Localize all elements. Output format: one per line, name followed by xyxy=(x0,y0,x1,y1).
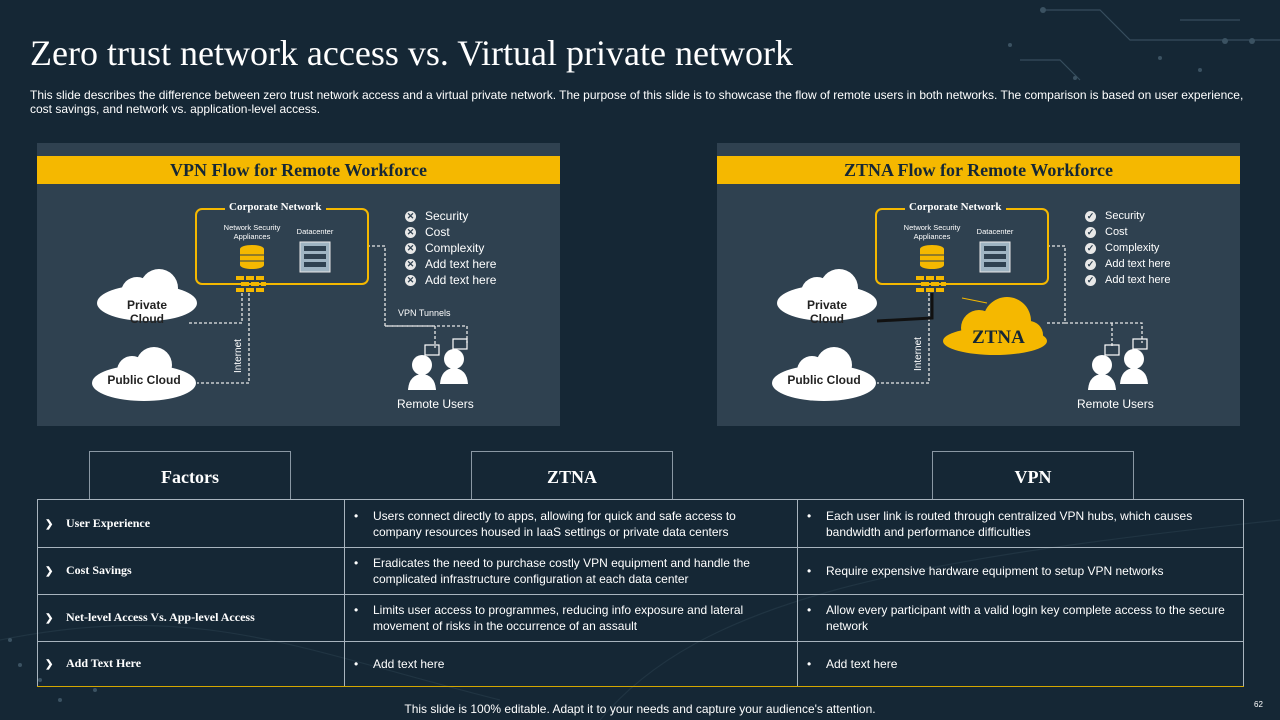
ztna-cell: •Limits user access to programmes, reduc… xyxy=(344,594,798,642)
remote-users-icon xyxy=(408,338,468,390)
ztna-cell: •Users connect directly to apps, allowin… xyxy=(344,499,798,548)
ztna-cell: •Eradicates the need to purchase costly … xyxy=(344,547,798,595)
datacenter-server-icon xyxy=(299,241,331,273)
corporate-network-label: Corporate Network xyxy=(905,201,1006,213)
ztna-panel-header: ZTNA Flow for Remote Workforce xyxy=(717,156,1240,184)
private-cloud-label: Private Cloud xyxy=(806,298,848,326)
bullet-icon: • xyxy=(807,603,812,617)
bullet-icon: • xyxy=(354,508,359,523)
public-cloud-label: Public Cloud xyxy=(787,373,861,387)
list-item: ✓Cost xyxy=(1085,226,1128,238)
list-item: ✓Security xyxy=(1085,210,1145,222)
check-circle-icon: ✓ xyxy=(1085,258,1096,270)
remote-users-label: Remote Users xyxy=(1077,397,1154,411)
list-item: ✕Complexity xyxy=(405,241,485,255)
corporate-network-box: Corporate Network Network Security Appli… xyxy=(875,201,1049,285)
vpn-cell: •Require expensive hardware equipment to… xyxy=(797,547,1244,595)
private-cloud-label: Private Cloud xyxy=(126,298,168,326)
list-item: ✕Security xyxy=(405,209,469,223)
ztna-cloud-shape xyxy=(943,297,1047,355)
factor-cell: ❯Cost Savings xyxy=(37,547,345,595)
public-cloud-label: Public Cloud xyxy=(107,373,181,387)
ztna-checklist: ✓Security ✓Cost ✓Complexity ✓Add text he… xyxy=(1085,208,1170,288)
table-row: ❯User Experience •Users connect directly… xyxy=(37,499,1244,548)
vpn-cell: •Add text here xyxy=(797,641,1244,687)
datacenter-label: Datacenter xyxy=(296,227,334,236)
list-item: ✓Add text here xyxy=(1085,258,1171,270)
private-cloud-shape xyxy=(97,269,197,321)
factor-cell: ❯User Experience xyxy=(37,499,345,548)
public-cloud-shape xyxy=(772,347,876,401)
public-cloud-shape xyxy=(92,347,196,401)
table-row: ❯Add Text Here •Add text here •Add text … xyxy=(37,641,1244,687)
network-security-appliances-label: Network Security Appliances xyxy=(903,223,961,241)
check-circle-icon: ✓ xyxy=(1085,274,1096,286)
vpn-cell: •Allow every participant with a valid lo… xyxy=(797,594,1244,642)
x-circle-icon: ✕ xyxy=(405,258,416,270)
x-circle-icon: ✕ xyxy=(405,226,416,238)
check-circle-icon: ✓ xyxy=(1085,210,1096,222)
vpn-flow-diagram xyxy=(92,241,468,401)
slide-footer: This slide is 100% editable. Adapt it to… xyxy=(404,702,876,716)
bullet-icon: • xyxy=(354,657,359,671)
bullet-icon: • xyxy=(807,564,812,578)
factors-column-header: Factors xyxy=(89,451,291,499)
bullet-icon: • xyxy=(807,657,812,671)
bullet-icon: • xyxy=(807,508,812,523)
ztna-flow-diagram xyxy=(772,241,1148,401)
slide-title: Zero trust network access vs. Virtual pr… xyxy=(30,33,793,73)
corporate-network-box: Corporate Network Network Security Appli… xyxy=(195,201,369,285)
database-icon xyxy=(920,245,944,269)
x-circle-icon: ✕ xyxy=(405,242,416,254)
x-circle-icon: ✕ xyxy=(405,274,416,286)
check-circle-icon: ✓ xyxy=(1085,242,1096,254)
list-item: ✕Add text here xyxy=(405,273,497,287)
database-icon xyxy=(240,245,264,269)
chevron-right-icon: ❯ xyxy=(45,613,54,624)
slide-description: This slide describes the difference betw… xyxy=(30,88,1244,116)
corporate-network-label: Corporate Network xyxy=(225,201,326,213)
list-item: ✓Complexity xyxy=(1085,242,1160,254)
factor-cell: ❯Net-level Access Vs. App-level Access xyxy=(37,594,345,642)
chevron-right-icon: ❯ xyxy=(45,566,54,577)
remote-users-icon xyxy=(1088,338,1148,390)
vpn-cell: •Each user link is routed through centra… xyxy=(797,499,1244,548)
internet-label: Internet xyxy=(913,337,924,371)
bullet-icon: • xyxy=(354,556,359,570)
internet-label: Internet xyxy=(233,339,244,373)
chevron-right-icon: ❯ xyxy=(45,518,54,530)
list-item: ✓Add text here xyxy=(1085,274,1171,286)
vpn-flow-panel: VPN Flow for Remote Workforce xyxy=(37,143,560,426)
remote-users-label: Remote Users xyxy=(397,397,474,411)
vpn-checklist: ✕Security ✕Cost ✕Complexity ✕Add text he… xyxy=(405,208,496,288)
ztna-flow-panel: ZTNA Flow for Remote Workforce xyxy=(717,143,1240,426)
vpn-tunnels-label: VPN Tunnels xyxy=(398,308,451,318)
private-cloud-shape xyxy=(777,269,877,321)
page-number: 62 xyxy=(1254,700,1263,709)
network-security-appliances-label: Network Security Appliances xyxy=(223,223,281,241)
list-item: ✕Add text here xyxy=(405,257,497,271)
x-circle-icon: ✕ xyxy=(405,210,416,222)
check-circle-icon: ✓ xyxy=(1085,226,1096,238)
vpn-column-header: VPN xyxy=(932,451,1134,499)
table-row: ❯Net-level Access Vs. App-level Access •… xyxy=(37,594,1244,642)
ztna-cell: •Add text here xyxy=(344,641,798,687)
vpn-panel-header: VPN Flow for Remote Workforce xyxy=(37,156,560,184)
datacenter-server-icon xyxy=(979,241,1011,273)
ztna-column-header: ZTNA xyxy=(471,451,673,499)
datacenter-label: Datacenter xyxy=(976,227,1014,236)
chevron-right-icon: ❯ xyxy=(45,659,54,670)
list-item: ✕Cost xyxy=(405,225,450,239)
factor-cell: ❯Add Text Here xyxy=(37,641,345,687)
bullet-icon: • xyxy=(354,603,359,617)
comparison-table: ❯User Experience •Users connect directly… xyxy=(37,499,1244,687)
table-row: ❯Cost Savings •Eradicates the need to pu… xyxy=(37,547,1244,595)
ztna-cloud-label: ZTNA xyxy=(972,327,1025,348)
